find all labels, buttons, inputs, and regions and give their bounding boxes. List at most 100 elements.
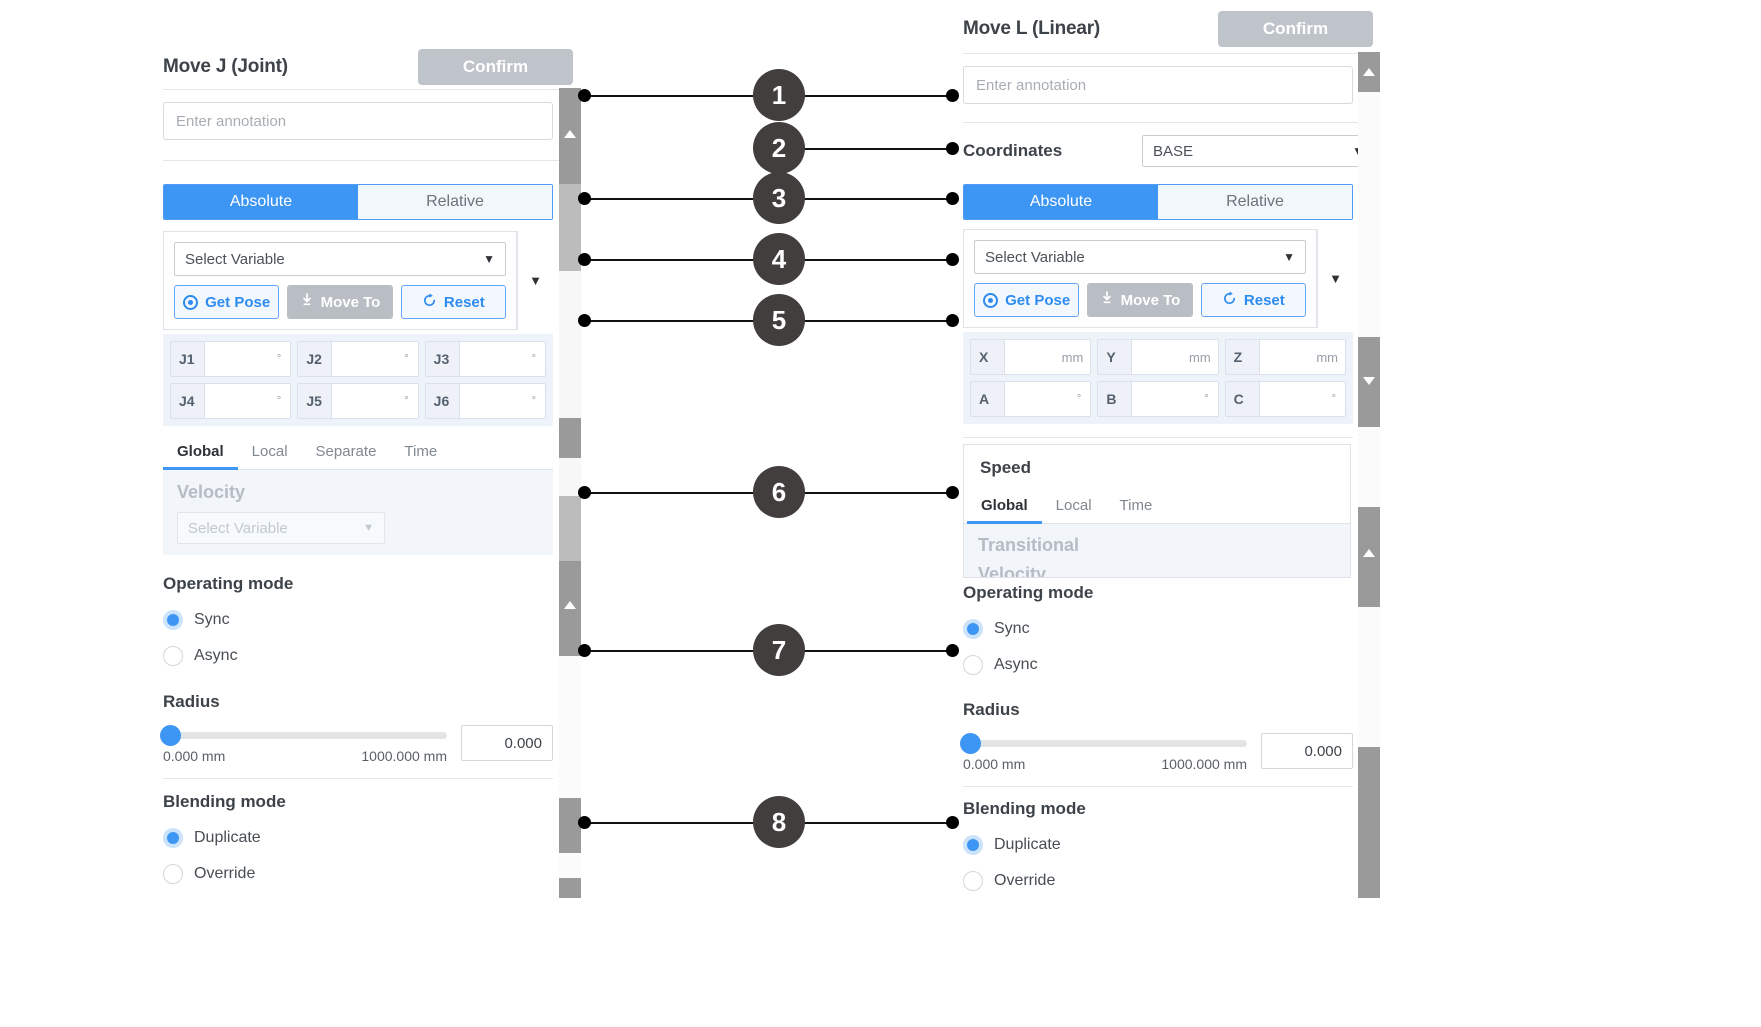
pose-unit: mm <box>1316 349 1338 365</box>
move-to-label: Move To <box>1120 291 1181 309</box>
scrollbar-track[interactable] <box>1358 92 1380 337</box>
pose-value[interactable] <box>1132 340 1189 374</box>
pose-value[interactable] <box>1005 340 1062 374</box>
radius-slider[interactable]: 0.000 mm 1000.000 mm <box>960 733 1247 772</box>
confirm-button[interactable]: Confirm <box>418 49 573 85</box>
slider-track[interactable] <box>960 733 1247 754</box>
pose-field-y[interactable]: Y mm <box>1097 339 1219 375</box>
tab-relative[interactable]: Relative <box>1158 185 1352 219</box>
annotation-input[interactable]: Enter annotation <box>163 102 553 140</box>
reset-button[interactable]: Reset <box>400 285 506 319</box>
radio-async[interactable]: Async <box>963 655 1353 675</box>
radio-duplicate[interactable]: Duplicate <box>163 828 553 848</box>
scrollbar-track[interactable] <box>559 458 581 496</box>
radio-label: Async <box>994 656 1038 673</box>
coordinate-mode-toggle[interactable]: Absolute Relative <box>963 184 1353 220</box>
joint-field-j4[interactable]: J4 ° <box>170 383 292 419</box>
pose-field-x[interactable]: X mm <box>970 339 1092 375</box>
pose-value[interactable] <box>1259 340 1317 374</box>
scrollbar-track[interactable] <box>559 271 581 418</box>
confirm-button[interactable]: Confirm <box>1218 11 1373 47</box>
joint-field-j6[interactable]: J6 ° <box>424 383 546 419</box>
joint-field-j5[interactable]: J5 ° <box>297 383 419 419</box>
scrollbar-track[interactable] <box>559 184 581 271</box>
get-pose-button[interactable]: Get Pose <box>974 283 1080 317</box>
joint-value[interactable] <box>459 342 532 376</box>
select-variable-dropdown[interactable]: Select Variable ▼ <box>174 242 506 276</box>
select-variable-dropdown[interactable]: Select Variable ▼ <box>974 240 1306 274</box>
pose-field-b[interactable]: B ° <box>1097 381 1219 417</box>
coordinates-dropdown[interactable]: BASE ▼ <box>1142 135 1375 167</box>
scrollbar-thumb[interactable] <box>559 561 581 656</box>
scrollbar-thumb[interactable] <box>559 798 581 853</box>
expand-collapse-button[interactable]: ▼ <box>517 231 553 330</box>
radio-override[interactable]: Override <box>163 864 553 884</box>
joint-field-j1[interactable]: J1 ° <box>170 341 292 377</box>
radius-value-input[interactable]: 0.000 <box>461 725 553 761</box>
radio-override[interactable]: Override <box>963 871 1353 891</box>
scrollbar-track[interactable] <box>1358 607 1380 747</box>
speed-tab-bar: Global Local Separate Time <box>163 435 553 470</box>
tab-time[interactable]: Time <box>1119 497 1153 514</box>
scrollbar-track[interactable] <box>559 496 581 561</box>
pose-value[interactable] <box>1005 382 1077 416</box>
tab-absolute[interactable]: Absolute <box>964 185 1158 219</box>
move-to-button[interactable]: Move To <box>287 285 393 319</box>
left-panel-scrollbar[interactable] <box>559 88 581 898</box>
radio-sync[interactable]: Sync <box>163 610 553 630</box>
pose-field-c[interactable]: C ° <box>1224 381 1346 417</box>
speed-section: Speed Global Local Time Transitional Vel… <box>963 444 1351 578</box>
joint-value[interactable] <box>459 384 532 418</box>
velocity-variable-dropdown[interactable]: Select Variable ▼ <box>177 512 385 544</box>
scrollbar-thumb[interactable] <box>1358 507 1380 607</box>
pose-value[interactable] <box>1259 382 1332 416</box>
move-to-button[interactable]: Move To <box>1087 283 1193 317</box>
scrollbar-track[interactable] <box>559 853 581 878</box>
coordinate-mode-toggle[interactable]: Absolute Relative <box>163 184 553 220</box>
tab-separate[interactable]: Separate <box>315 443 377 460</box>
joint-field-j3[interactable]: J3 ° <box>424 341 546 377</box>
pose-field-z[interactable]: Z mm <box>1224 339 1346 375</box>
scrollbar-track[interactable] <box>1358 427 1380 507</box>
radio-sync[interactable]: Sync <box>963 619 1353 639</box>
scrollbar-thumb[interactable] <box>1358 52 1380 92</box>
radio-async[interactable]: Async <box>163 646 553 666</box>
joint-unit: ° <box>531 395 536 407</box>
scrollbar-thumb[interactable] <box>1358 337 1380 427</box>
tab-absolute[interactable]: Absolute <box>164 185 358 219</box>
tab-local[interactable]: Local <box>251 443 288 460</box>
scrollbar-thumb[interactable] <box>1358 747 1380 898</box>
radio-duplicate[interactable]: Duplicate <box>963 835 1353 855</box>
pose-value[interactable] <box>1132 382 1205 416</box>
scrollbar-thumb[interactable] <box>559 418 581 458</box>
radius-value-input[interactable]: 0.000 <box>1261 733 1353 769</box>
tab-local[interactable]: Local <box>1055 497 1092 514</box>
joint-value[interactable] <box>205 342 277 376</box>
joint-value[interactable] <box>205 384 277 418</box>
reset-button[interactable]: Reset <box>1200 283 1306 317</box>
tab-time[interactable]: Time <box>404 443 438 460</box>
joint-value[interactable] <box>332 384 405 418</box>
radius-slider[interactable]: 0.000 mm 1000.000 mm <box>160 725 447 764</box>
right-panel-scrollbar[interactable] <box>1358 52 1380 898</box>
expand-collapse-button[interactable]: ▼ <box>1317 229 1353 328</box>
pose-fields-grid: X mm Y mm Z mm A ° <box>963 332 1353 424</box>
tab-global[interactable]: Global <box>967 489 1042 524</box>
slider-track[interactable] <box>160 725 447 746</box>
tab-global[interactable]: Global <box>163 435 238 470</box>
slider-handle[interactable] <box>960 733 981 754</box>
chevron-down-icon: ▼ <box>1329 271 1342 286</box>
scrollbar-thumb[interactable] <box>559 878 581 898</box>
joint-field-j2[interactable]: J2 ° <box>297 341 419 377</box>
joint-value[interactable] <box>332 342 405 376</box>
tab-relative[interactable]: Relative <box>358 185 552 219</box>
scrollbar-track[interactable] <box>559 656 581 798</box>
pose-field-a[interactable]: A ° <box>970 381 1092 417</box>
annotation-input[interactable]: Enter annotation <box>963 66 1353 104</box>
get-pose-button[interactable]: Get Pose <box>174 285 280 319</box>
scrollbar-thumb[interactable] <box>559 88 581 184</box>
pose-label: A <box>971 382 1005 416</box>
operating-mode-heading: Operating mode <box>163 574 294 593</box>
slider-handle[interactable] <box>160 725 181 746</box>
